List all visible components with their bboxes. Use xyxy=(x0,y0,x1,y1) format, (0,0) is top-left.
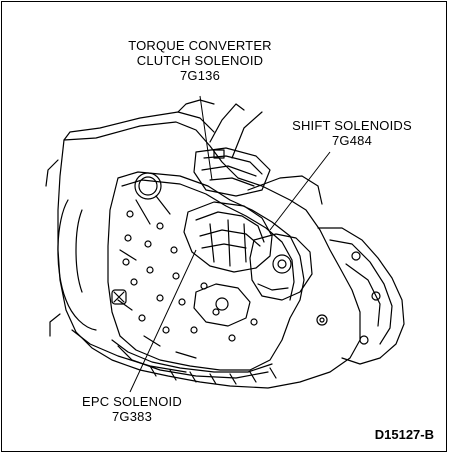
valve-body-inner-edge xyxy=(121,179,295,301)
converter-housing xyxy=(57,199,97,331)
figure-id: D15127-B xyxy=(374,427,434,442)
epc-leader-line xyxy=(129,249,197,393)
case-lower-edge xyxy=(71,329,187,373)
filter-fitting xyxy=(111,289,127,305)
tcc-leader-line xyxy=(199,95,213,181)
shift-solenoids-callout: SHIFT SOLENOIDS 7G484 xyxy=(272,118,432,148)
shift-part-number: 7G484 xyxy=(331,133,373,148)
wiring-harness xyxy=(209,103,263,159)
epc-part-number: 7G383 xyxy=(111,409,153,424)
epc-solenoid-callout: EPC SOLENOID 7G383 xyxy=(52,394,212,424)
left-bolt-flange xyxy=(45,159,61,337)
extension-housing xyxy=(317,227,405,365)
epc-callout-line1: EPC SOLENOID xyxy=(82,394,182,409)
lower-pan-rail xyxy=(149,365,277,385)
converter-housing-inner xyxy=(75,209,83,293)
solenoid-body-assembly xyxy=(183,201,273,273)
tcc-solenoid-callout: TORQUE CONVERTER CLUTCH SOLENOID 7G136 xyxy=(108,38,292,83)
leader-lines xyxy=(129,95,331,393)
transmission-case-outline xyxy=(57,121,361,389)
accumulator-bore xyxy=(134,172,162,200)
separator-plate-ridge xyxy=(111,339,273,373)
shift-solenoid-bracket xyxy=(249,233,313,301)
tcc-callout-line2: CLUTCH SOLENOID xyxy=(136,53,264,68)
valve-body-plate xyxy=(107,171,305,371)
epc-solenoid-body xyxy=(193,283,251,327)
case-upper-rail xyxy=(63,111,215,141)
shift-callout-line1: SHIFT SOLENOIDS xyxy=(292,118,412,133)
shift-leader-line xyxy=(269,151,331,231)
valve-body-bolt-holes xyxy=(122,210,258,342)
tcc-part-number: 7G136 xyxy=(179,68,221,83)
tcc-solenoid-housing xyxy=(193,147,271,197)
tcc-callout-line1: TORQUE CONVERTER xyxy=(128,38,272,53)
